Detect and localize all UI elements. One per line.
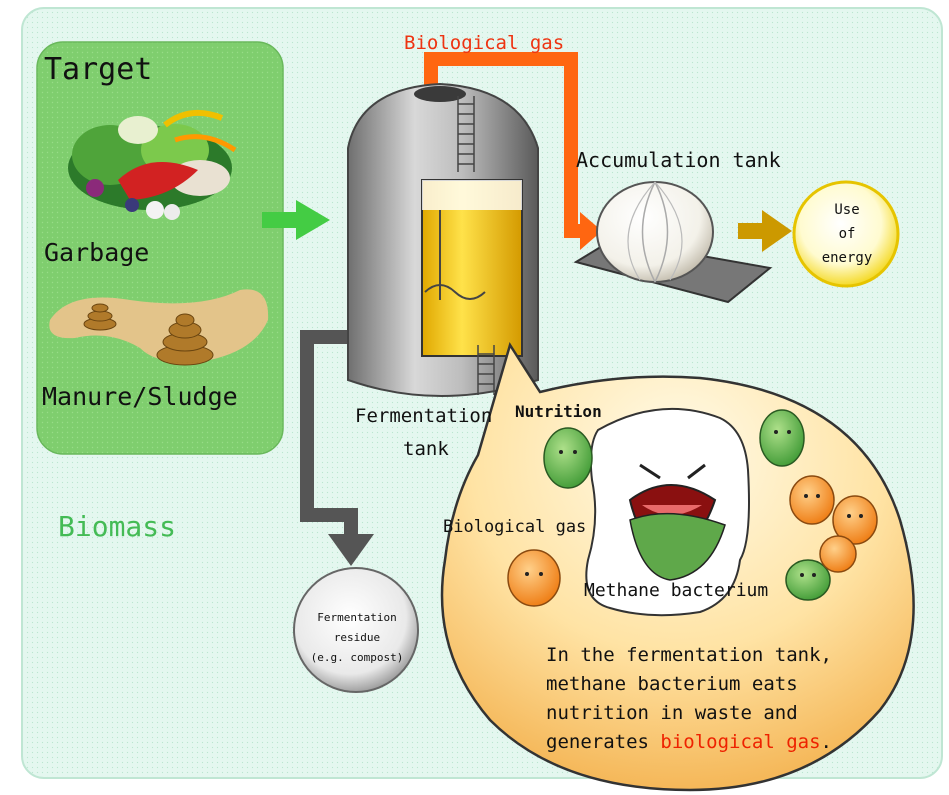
fermentation-tank-label-line1: Fermentation bbox=[355, 405, 493, 427]
garbage-icon bbox=[68, 109, 237, 220]
energy-label-line2: of bbox=[838, 226, 856, 242]
biomass-label: Biomass bbox=[58, 510, 177, 543]
biological-gas-label: Biological gas bbox=[404, 32, 565, 54]
energy-arrow bbox=[738, 210, 792, 252]
input-arrow bbox=[262, 200, 330, 240]
description-line4: generates biological gas. bbox=[546, 728, 832, 757]
residue-label-line1: Fermentation bbox=[317, 611, 397, 624]
methane-bacterium-label: Methane bacterium bbox=[584, 580, 769, 601]
description-line1: In the fermentation tank, bbox=[546, 644, 832, 666]
description-line2: methane bacterium eats bbox=[546, 673, 798, 695]
manure-icon bbox=[49, 289, 269, 366]
methane-bacterium-icon bbox=[585, 407, 750, 617]
energy-label-line1: Use bbox=[834, 202, 860, 218]
residue-circle bbox=[293, 567, 419, 693]
target-label: Target bbox=[44, 52, 153, 87]
fermentation-tank bbox=[347, 82, 539, 397]
nutrition-blobs bbox=[543, 409, 831, 601]
fermentation-tank-label-line2: tank bbox=[403, 438, 449, 460]
energy-label-line3: energy bbox=[821, 250, 873, 266]
nutrition-label: Nutrition bbox=[515, 402, 602, 421]
residue-pipe bbox=[300, 330, 374, 566]
residue-label-line2: residue bbox=[333, 631, 381, 644]
garbage-label: Garbage bbox=[44, 238, 150, 267]
accumulation-tank bbox=[573, 181, 773, 304]
description-line4-prefix: generates bbox=[546, 731, 661, 753]
description-text: In the fermentation tank, methane bacter… bbox=[546, 641, 832, 757]
description-highlight: biological gas bbox=[660, 731, 821, 753]
bubble-biological-gas-label: Biological gas bbox=[443, 517, 587, 537]
description-line4-suffix: . bbox=[820, 731, 832, 753]
description-line3: nutrition in waste and bbox=[546, 702, 798, 724]
energy-label: Use of energy bbox=[802, 198, 892, 270]
residue-label-line3: (e.g. compost) bbox=[310, 651, 404, 664]
accumulation-tank-label: Accumulation tank bbox=[576, 148, 781, 172]
energy-circle bbox=[792, 180, 900, 288]
residue-label: Fermentation residue (e.g. compost) bbox=[292, 608, 422, 668]
manure-label: Manure/Sludge bbox=[42, 382, 238, 411]
biogas-blobs bbox=[507, 475, 878, 607]
